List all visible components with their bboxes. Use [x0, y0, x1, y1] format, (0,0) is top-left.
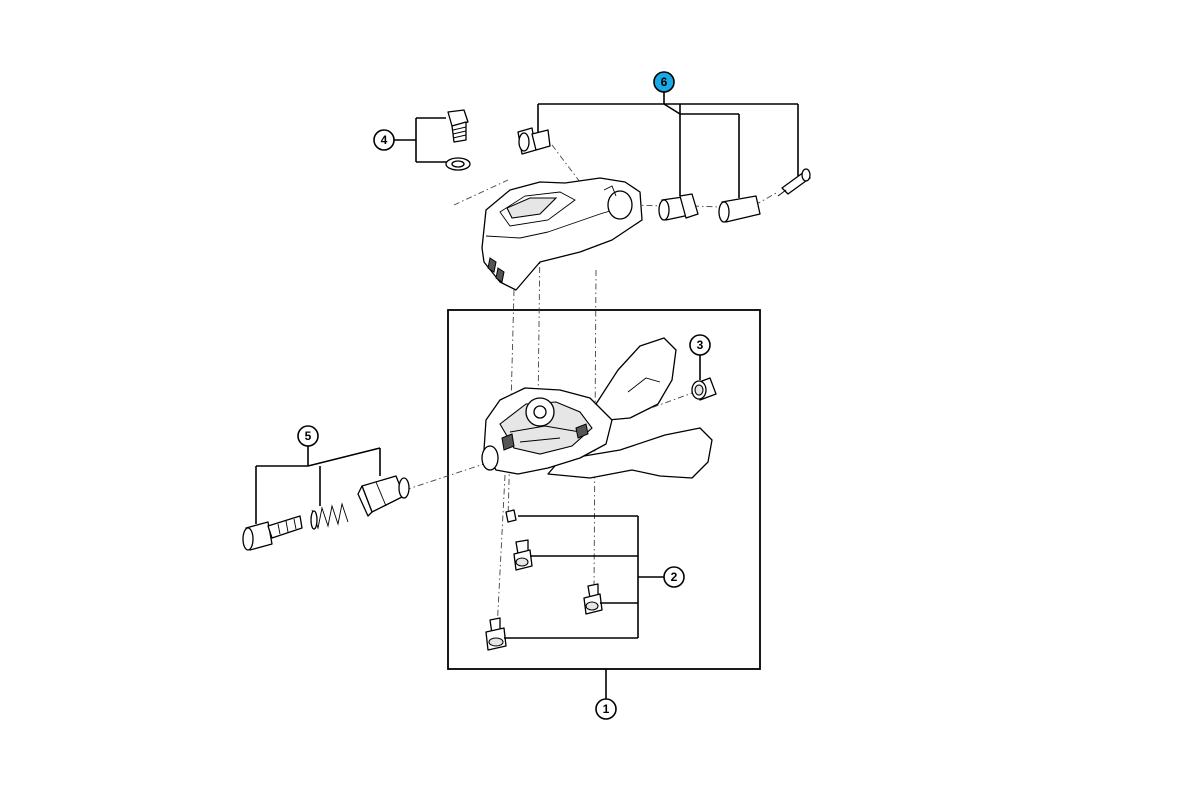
spring-part-5 — [310, 502, 349, 530]
callout-6[interactable]: 6 — [653, 71, 675, 93]
top-cover — [481, 177, 643, 291]
shifter-body — [481, 337, 713, 479]
callout-2[interactable]: 2 — [663, 566, 685, 588]
alignment-lines — [404, 144, 779, 631]
pivot-bolt — [517, 127, 551, 155]
callout-3-label: 3 — [697, 338, 704, 352]
screw-c-part-2 — [485, 617, 507, 651]
callout-4[interactable]: 4 — [373, 129, 395, 151]
callout-5[interactable]: 5 — [297, 425, 319, 447]
leader-6 — [537, 92, 799, 198]
callout-4-label: 4 — [381, 133, 388, 147]
callout-3[interactable]: 3 — [689, 334, 711, 356]
callout-6-label: 6 — [661, 75, 668, 89]
leader-4 — [394, 117, 446, 163]
plug-part-3 — [691, 377, 717, 401]
screw-a-part-2 — [513, 539, 533, 571]
sleeve-part-6 — [658, 193, 699, 221]
screw-small-part-2 — [505, 509, 517, 523]
nut-part-5 — [357, 475, 410, 517]
tube-part-6 — [718, 195, 761, 223]
callout-2-label: 2 — [671, 570, 678, 584]
callout-1[interactable]: 1 — [595, 698, 617, 720]
pin-part-6 — [777, 168, 811, 197]
leader-2 — [504, 515, 664, 639]
adjuster-bolt-part-5 — [242, 515, 303, 551]
callout-1-label: 1 — [603, 702, 610, 716]
assembly-frame — [447, 309, 761, 670]
callout-5-label: 5 — [305, 429, 312, 443]
washer-part-4 — [445, 157, 471, 171]
leader-5 — [255, 445, 381, 524]
screw-b-part-2 — [583, 583, 603, 615]
bolt-part-4 — [447, 109, 469, 143]
